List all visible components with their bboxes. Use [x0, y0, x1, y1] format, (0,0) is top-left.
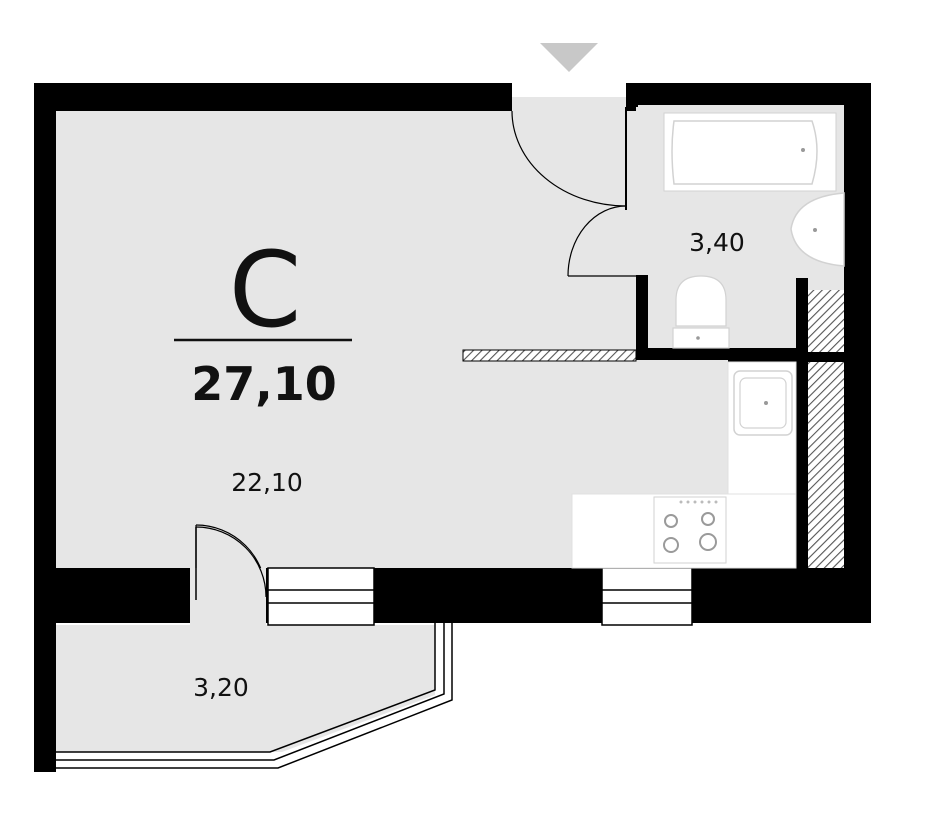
balcony-floor — [56, 625, 435, 752]
entrance-arrow-icon — [540, 43, 598, 72]
floors — [56, 105, 844, 752]
balcony-glazing — [56, 622, 453, 769]
shaft-hatch-lower — [808, 362, 844, 568]
entrance-threshold — [512, 83, 626, 97]
balcony-area-label: 3,20 — [193, 673, 249, 702]
kitchen-sink — [733, 370, 793, 436]
bathroom-door-swing — [567, 205, 627, 277]
bathroom-wall — [626, 83, 808, 360]
entrance-door-swing — [511, 110, 627, 207]
window-kitchen — [601, 567, 693, 626]
total-area-label: 27,10 — [191, 357, 337, 411]
bathtub — [663, 112, 837, 192]
stove — [653, 496, 727, 564]
stove-burners-icon — [663, 512, 717, 553]
balcony-door-opening — [190, 568, 266, 625]
window-living — [267, 567, 375, 626]
hall-floor — [636, 105, 648, 275]
washbasin — [790, 192, 845, 267]
toilet — [672, 275, 730, 349]
shaft-hatch-upper — [808, 290, 844, 352]
living-room-area-label: 22,10 — [231, 468, 303, 497]
bathroom-area-label: 3,40 — [689, 228, 745, 257]
apartment-type-label: С — [229, 229, 302, 351]
partition-hatch — [462, 349, 637, 362]
kitchen-counter — [571, 361, 797, 569]
